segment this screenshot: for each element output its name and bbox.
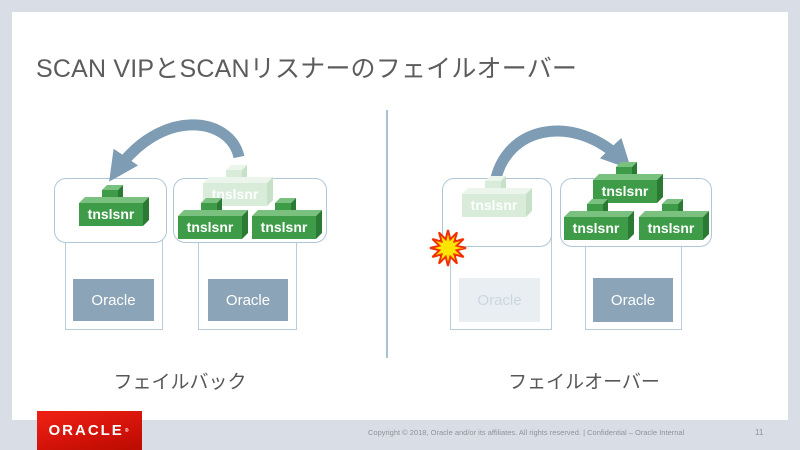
copyright-text: Copyright © 2018, Oracle and/or its affi…: [368, 428, 685, 437]
db-box: Oracle: [593, 278, 673, 322]
tnslsnr-block: tnslsnr: [252, 203, 316, 239]
tnslsnr-block: tnslsnr: [79, 190, 143, 226]
slide-title: SCAN VIPとSCANリスナーのフェイルオーバー: [36, 55, 578, 83]
crash-burst-icon: [429, 229, 467, 267]
diagram-caption: フェイルオーバー: [508, 372, 660, 393]
page-number: 11: [755, 428, 764, 437]
tnslsnr-block-ghost: tnslsnr: [462, 181, 526, 217]
section-divider: [386, 110, 388, 358]
db-box: Oracle: [73, 279, 154, 321]
registered-mark: ®: [124, 427, 131, 434]
failback-arrow: [109, 119, 245, 182]
slide-canvas: SCAN VIPとSCANリスナーのフェイルオーバー Oracle tnslsn…: [12, 12, 788, 420]
tnslsnr-label: tnslsnr: [79, 203, 143, 226]
tnslsnr-block: tnslsnr: [178, 203, 242, 239]
tnslsnr-label: tnslsnr: [178, 216, 242, 239]
tnslsnr-label: tnslsnr: [252, 216, 316, 239]
tnslsnr-label: tnslsnr: [462, 194, 526, 217]
tnslsnr-label: tnslsnr: [639, 217, 703, 240]
oracle-logo: ORACLE®: [37, 411, 142, 450]
oracle-logo-text: ORACLE: [48, 422, 124, 439]
db-box: Oracle: [208, 279, 288, 321]
tnslsnr-block: tnslsnr: [564, 204, 628, 240]
tnslsnr-block: tnslsnr: [639, 204, 703, 240]
db-box-ghost: Oracle: [459, 278, 540, 322]
diagram-caption: フェイルバック: [113, 372, 247, 393]
tnslsnr-label: tnslsnr: [564, 217, 628, 240]
